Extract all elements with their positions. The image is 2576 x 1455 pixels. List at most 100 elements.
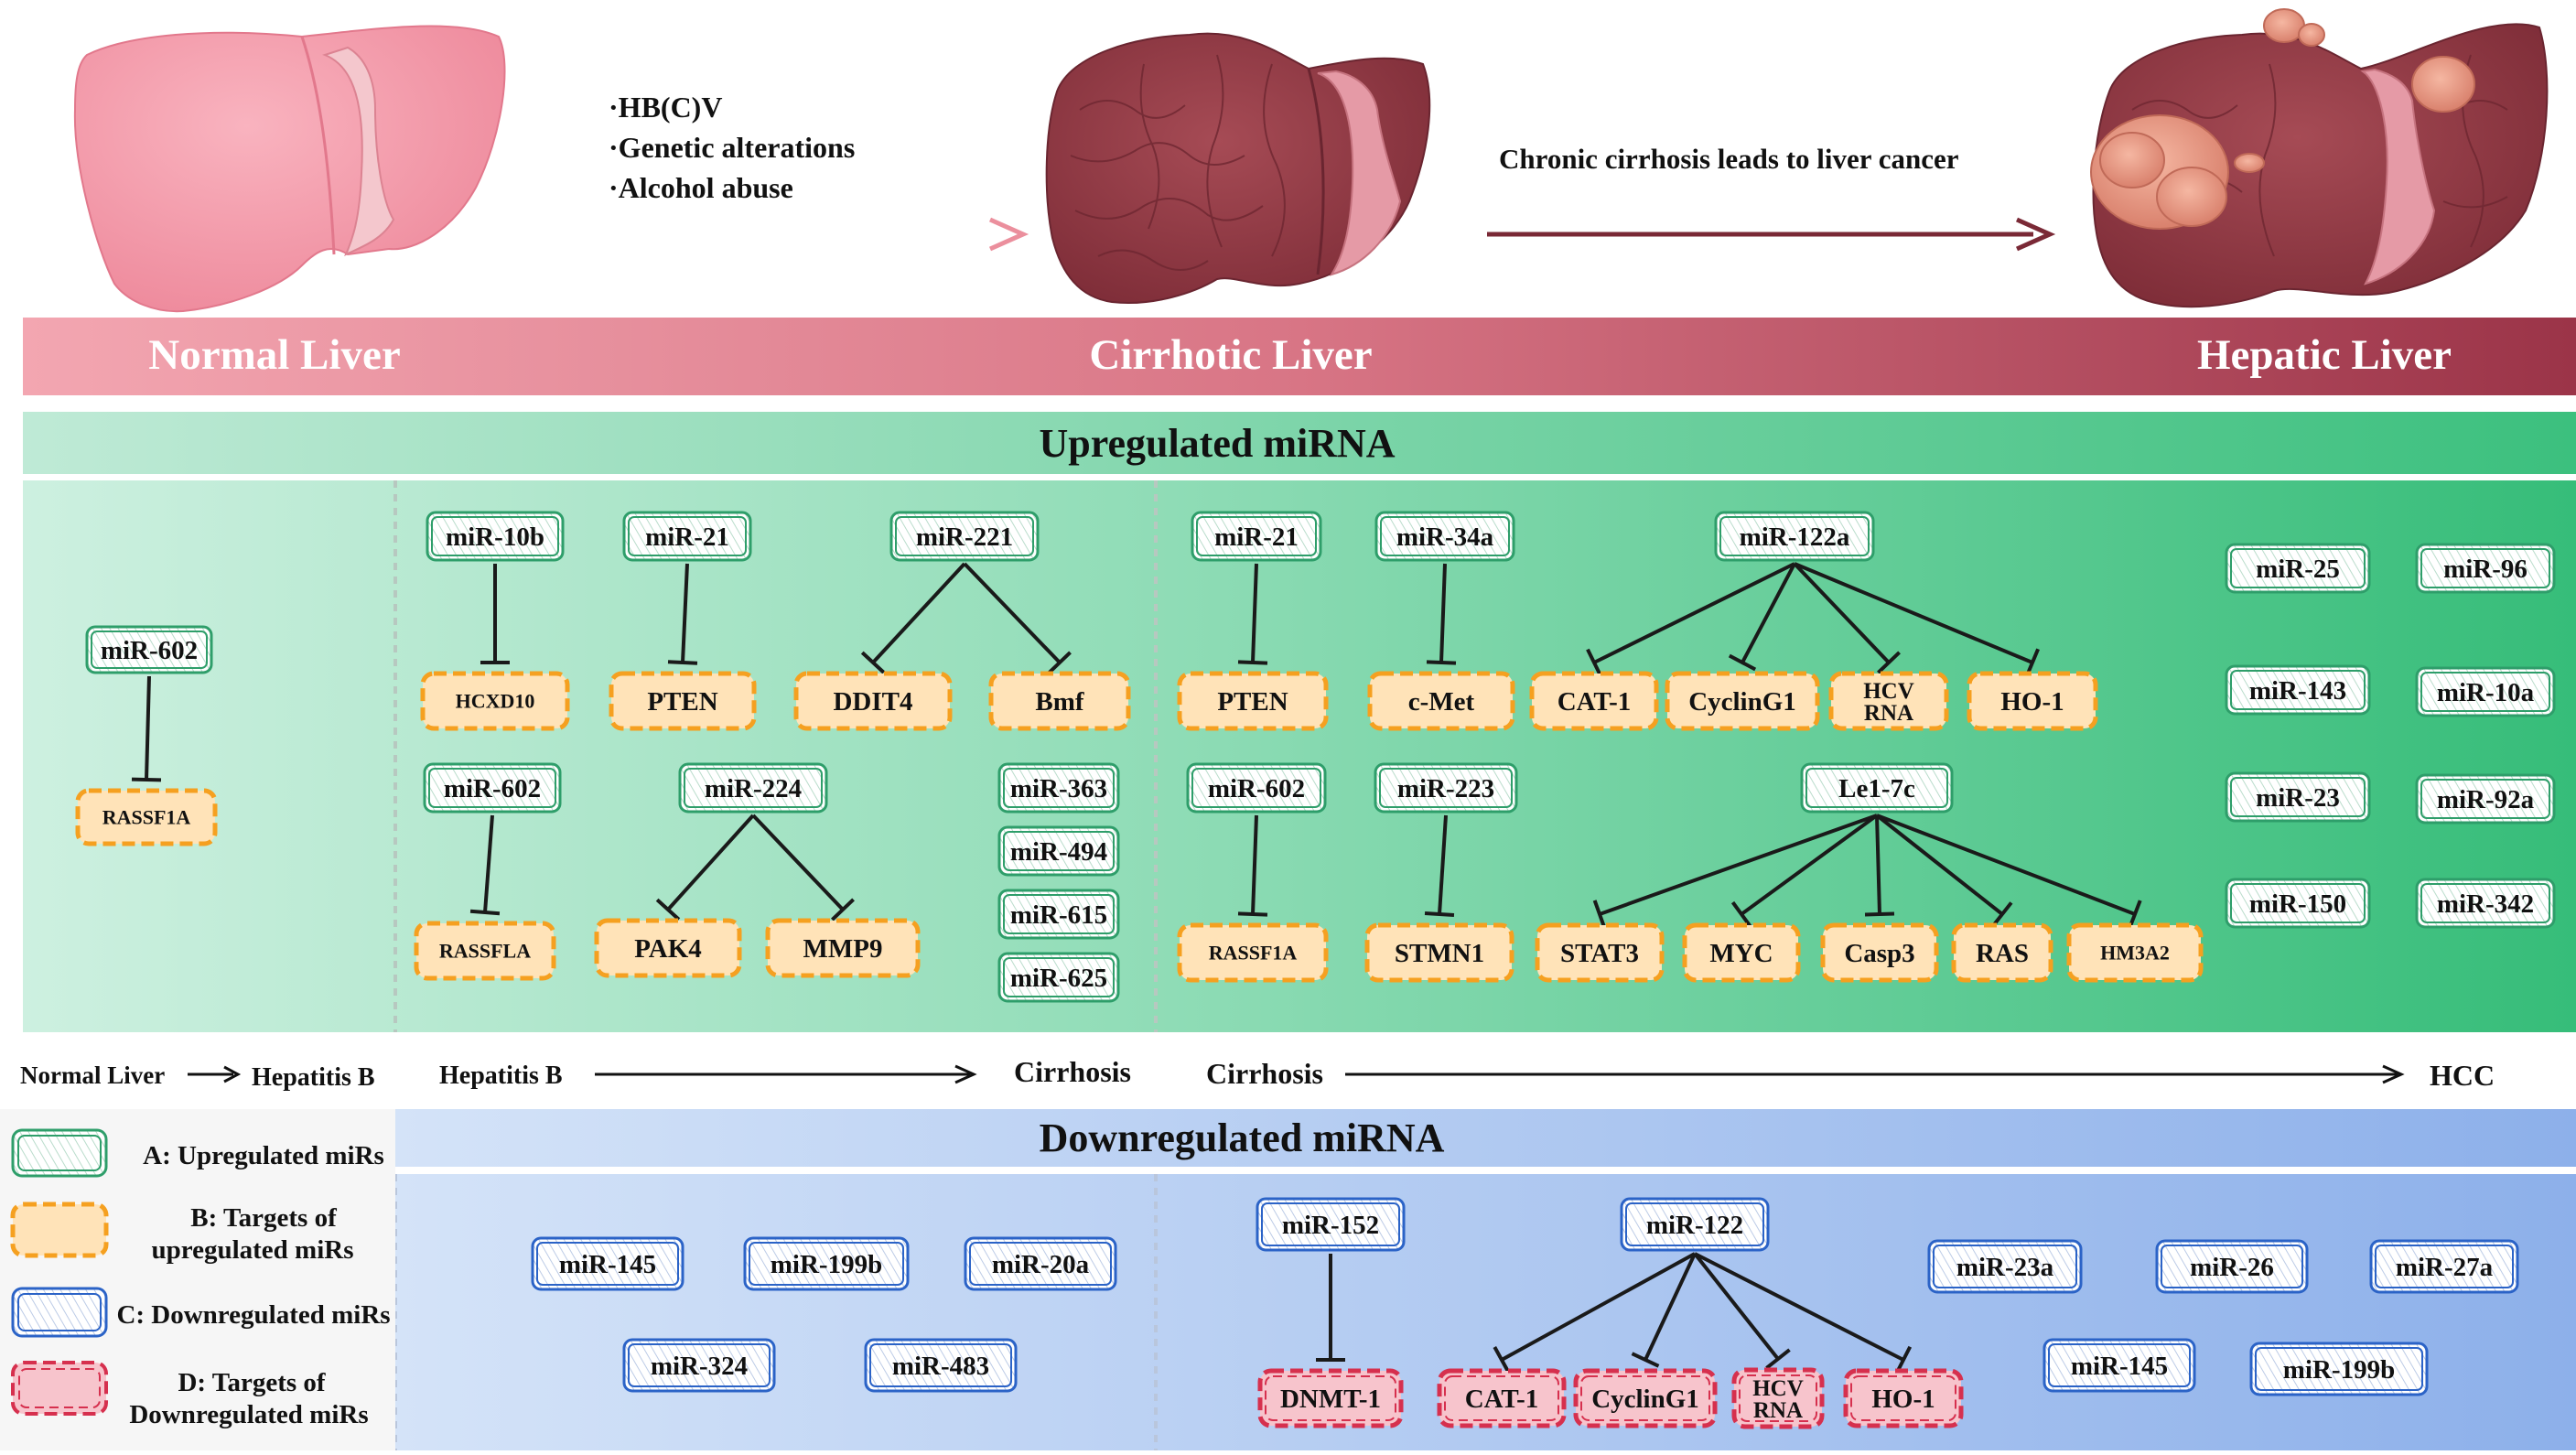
transition-cirrhosis-1: Cirrhosis [1014,1055,1131,1088]
up-target-node: CAT-1 [1529,671,1659,731]
node-label: HM3A2 [2100,942,2170,965]
up-mir-node: miR-34a [1374,511,1515,562]
up-target-node: HO-1 [1967,671,2098,731]
down-mir-node: miR-324 [622,1338,776,1393]
up-mir-node: miR-122a [1714,511,1875,562]
node-label: miR-27a [2396,1253,2494,1282]
down-target-node: DNMT-1 [1257,1368,1404,1428]
up-mir-node: miR-602 [85,625,213,674]
node-label: miR-221 [916,523,1013,552]
node-label: miR-34a [1396,523,1494,552]
stage-bar: Normal Liver Cirrhotic Liver Hepatic Liv… [23,318,2576,395]
up-mir-node: miR-25 [2225,543,2371,594]
inhibition-edge [1864,814,1895,917]
down-mir-node: miR-145 [531,1236,684,1291]
down-mir-node: miR-199b [2249,1342,2429,1396]
inhibition-edge [1631,1253,1697,1368]
inhibition-edge [1730,814,1879,928]
node-label: HO-1 [1871,1385,1935,1414]
node-label: miR-494 [1010,837,1107,867]
up-target-node: RASSF1A [1177,922,1329,983]
node-label: miR-145 [2071,1352,2168,1381]
inhibition-edge [667,563,698,665]
down-target-node: CyclinG1 [1573,1368,1718,1428]
inhibition-edge [1728,563,1796,672]
node-label: miR-363 [1010,774,1107,803]
node-label: miR-602 [444,774,541,803]
node-label: miR-92a [2437,785,2535,814]
down-mir-node: miR-23a [1927,1239,2083,1294]
inhibition-edge [1586,562,1795,677]
down-target-node: CAT-1 [1437,1368,1567,1428]
transition-hepatitis-b-1: Hepatitis B [252,1063,375,1092]
up-mir-node: miR-150 [2225,878,2371,929]
node-label: miR-483 [892,1352,989,1381]
node-label: MMP9 [803,934,883,964]
inhibition-edges [131,562,2142,1374]
node-label: miR-10b [446,523,544,552]
node-label: miR-223 [1397,774,1494,803]
inhibition-edge [655,814,755,922]
node-label: RNA [1753,1398,1803,1423]
down-mir-node: miR-20a [964,1236,1117,1291]
inhibition-edge [1237,814,1268,917]
node-label: Casp3 [1844,939,1914,968]
node-label: PTEN [647,687,717,717]
up-mir-node: miR-602 [423,762,562,814]
up-target-node: c-Met [1367,671,1515,731]
node-label: RASSFLA [439,940,531,963]
up-mir-node: miR-223 [1374,762,1518,814]
up-mir-node: miR-224 [678,762,828,814]
up-target-node: STMN1 [1364,922,1514,983]
transition-hcc: HCC [2430,1059,2495,1092]
up-mir-node: miR-23 [2225,771,2371,823]
stage-cirrhotic-label: Cirrhotic Liver [1089,331,1372,379]
up-mir-node: miR-625 [997,952,1120,1003]
node-label: DNMT-1 [1280,1385,1381,1414]
up-target-node: RASSF1A [75,788,218,846]
tumor-nodules [2090,8,2475,230]
legend-swatch-up-targets [10,1202,109,1258]
node-label: miR-122a [1740,523,1850,552]
cause-genetic: ·Genetic alterations [609,131,855,164]
node-label: miR-224 [705,774,802,803]
legend-swatch-downregulated [11,1287,108,1338]
inhibition-edge [1875,814,2013,927]
transition-cirrhosis-2: Cirrhosis [1206,1057,1323,1090]
inhibition-edge [131,675,162,782]
up-target-node: CyclinG1 [1665,671,1820,731]
up-mir-node: miR-21 [1191,511,1322,562]
up-mir-node: Le1-7c [1800,762,1954,814]
transition-hepatitis-b-2: Hepatitis B [439,1062,563,1090]
legend-up-targets-line2: upregulated miRs [151,1235,353,1265]
inhibition-edge [1493,1252,1696,1374]
down-mir-node: miR-145 [2042,1338,2196,1393]
node-label: miR-21 [645,523,729,552]
inhibition-edge [963,562,1072,674]
node-label: miR-23a [1956,1253,2054,1282]
node-label: miR-145 [559,1250,656,1279]
inhibition-edge [1876,814,2142,929]
node-label: miR-152 [1282,1211,1379,1240]
progression-note: Chronic cirrhosis leads to liver cancer [1499,143,1959,175]
legend-upregulated-label: A: Upregulated miRs [143,1141,384,1170]
down-mir-node: miR-483 [864,1338,1018,1393]
node-label: PAK4 [634,934,702,964]
legend: A: Upregulated miRs B: Targets of upregu… [0,1109,395,1450]
up-target-node: RAS [1951,922,2053,983]
node-label: STMN1 [1395,939,1484,968]
node-label: HCV [1752,1376,1804,1401]
downregulated-title: Downregulated miRNA [1040,1116,1445,1160]
legend-down-targets-line2: Downregulated miRs [129,1400,368,1429]
node-label: MYC [1709,939,1773,968]
down-mir-node: miR-122 [1620,1197,1770,1252]
node-label: RASSF1A [1209,942,1298,965]
node-label: STAT3 [1560,939,1639,968]
cause-alcohol: ·Alcohol abuse [609,171,793,204]
hepatic-liver-illustration [2090,8,2549,308]
legend-swatch-upregulated [11,1128,108,1178]
legend-downregulated-label: C: Downregulated miRs [116,1300,390,1330]
transition-normal-liver: Normal Liver [20,1062,165,1089]
